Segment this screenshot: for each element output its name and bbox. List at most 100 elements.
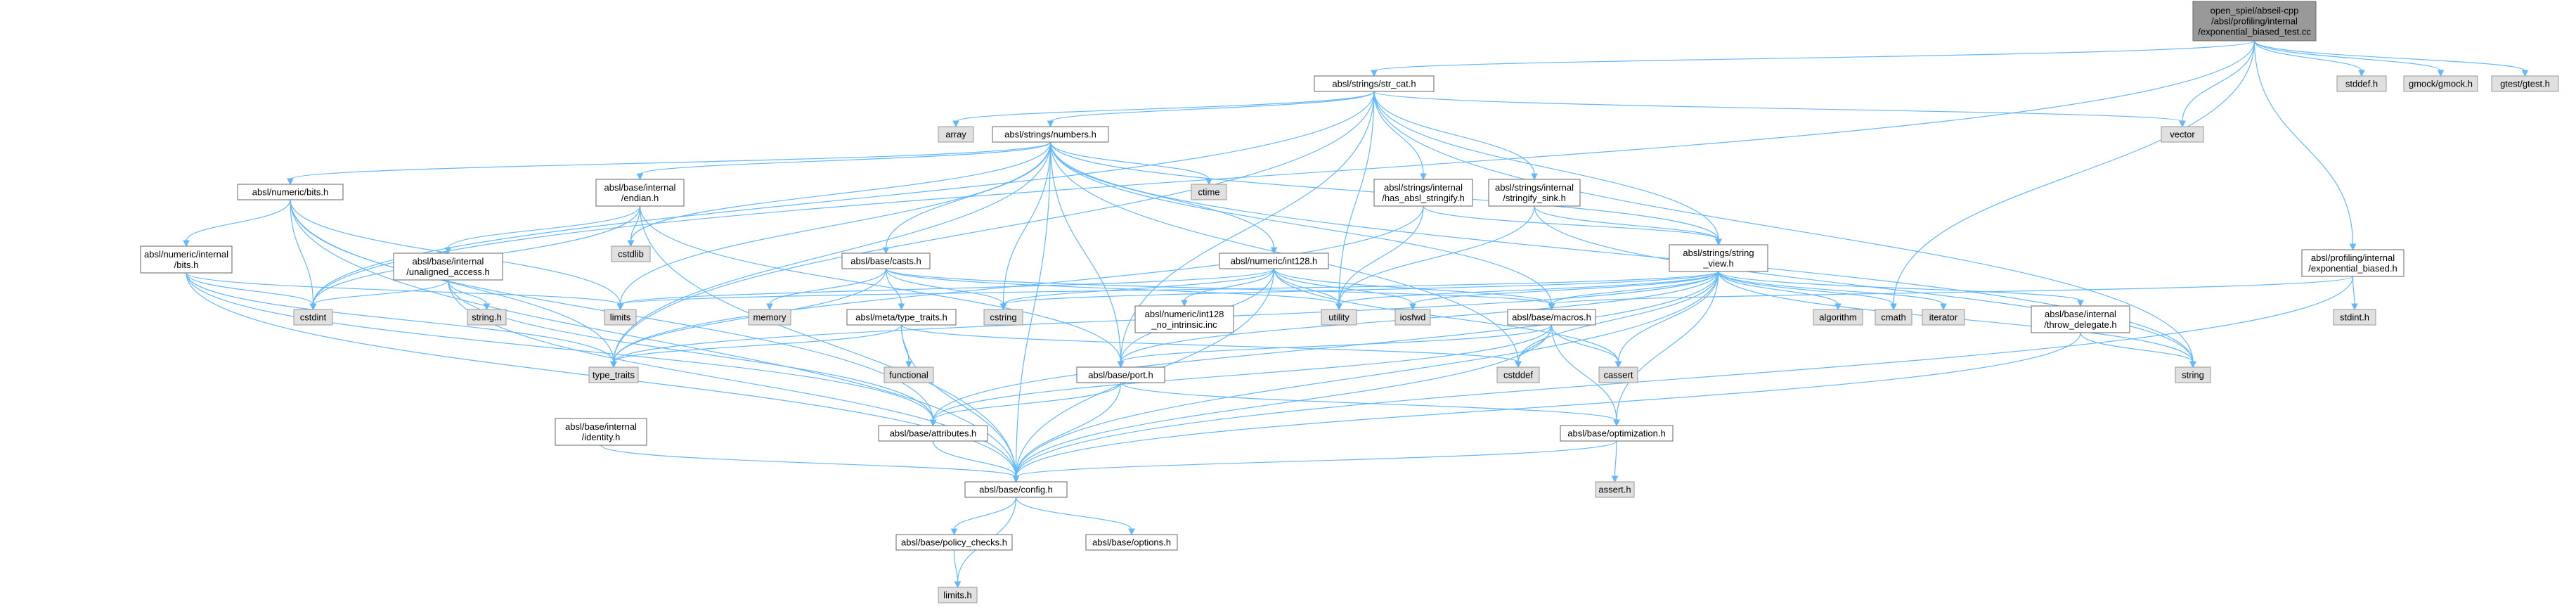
node-box xyxy=(393,253,503,281)
node-port[interactable]: absl/base/port.h xyxy=(1076,366,1165,383)
node-label: absl/base/policy_checks.h xyxy=(901,537,1007,548)
node-label: /exponential_biased.h xyxy=(2308,263,2397,274)
node-string_h: string.h xyxy=(467,309,507,326)
node-label: stdint.h xyxy=(2340,312,2369,323)
edge-policy_checks-to-limits_h xyxy=(953,549,962,589)
node-label: absl/base/config.h xyxy=(979,485,1053,495)
node-box xyxy=(1191,184,1227,200)
node-bits[interactable]: absl/numeric/bits.h xyxy=(237,184,344,200)
edge-numbers-to-type_traits xyxy=(610,141,1051,369)
node-cmath: cmath xyxy=(1875,309,1912,326)
node-box xyxy=(1595,481,1635,498)
node-label: cstdint xyxy=(300,312,327,323)
edge-identity-to-config xyxy=(600,445,1020,483)
node-gmock: gmock/gmock.h xyxy=(2403,75,2478,92)
edge-optimization-to-config xyxy=(1012,440,1617,483)
node-iterator: iterator xyxy=(1922,309,1965,326)
node-box xyxy=(611,245,651,262)
node-box xyxy=(1669,244,1768,272)
node-box xyxy=(841,253,931,269)
node-label: /has_absl_stringify.h xyxy=(1382,193,1465,203)
node-int128_intrinsic[interactable]: absl/numeric/int128_no_intrinsic.inc xyxy=(1134,305,1234,333)
node-string_view[interactable]: absl/strings/string_view.h xyxy=(1669,244,1768,272)
node-box xyxy=(1321,309,1357,326)
node-box xyxy=(1134,305,1234,333)
node-assert_h: assert.h xyxy=(1595,481,1635,498)
node-label: gtest/gtest.h xyxy=(2500,79,2550,89)
node-box xyxy=(1507,309,1596,326)
node-label: limits xyxy=(610,312,631,323)
node-type_traits: type_traits xyxy=(588,366,639,383)
edge-int128-to-macros xyxy=(1273,268,1555,311)
node-box xyxy=(1085,534,1178,551)
edge-root-to-gtest xyxy=(2253,40,2529,77)
node-box xyxy=(1813,309,1863,326)
node-unaligned[interactable]: absl/base/internal/unaligned_access.h xyxy=(393,253,503,281)
node-label: type_traits xyxy=(593,370,635,381)
node-attributes[interactable]: absl/base/attributes.h xyxy=(878,425,988,442)
edge-stringify_sink-to-string_view xyxy=(1534,205,1722,246)
node-label: /throw_delegate.h xyxy=(2044,319,2116,330)
edge-string_view-to-algorithm xyxy=(1718,271,1842,311)
node-stdint_h: stdint.h xyxy=(2333,309,2376,326)
edge-root-to-exp_biased xyxy=(2253,40,2357,251)
edge-throw_delegate-to-string xyxy=(2080,332,2196,369)
edge-root-to-cmath xyxy=(1890,40,2255,311)
edge-config-to-options xyxy=(1015,497,1135,536)
node-label: absl/numeric/bits.h xyxy=(252,187,328,198)
node-stringify_sink[interactable]: absl/strings/internal/stringify_sink.h xyxy=(1488,179,1581,207)
node-box xyxy=(1219,253,1329,269)
node-has_absl_stringify[interactable]: absl/strings/internal/has_absl_stringify… xyxy=(1373,179,1473,207)
node-config[interactable]: absl/base/config.h xyxy=(964,481,1068,498)
node-label: ctime xyxy=(1198,187,1219,198)
node-identity[interactable]: absl/base/internal/identity.h xyxy=(555,418,647,446)
node-box xyxy=(1922,309,1965,326)
edge-root-to-cstdint xyxy=(309,40,2255,311)
node-box xyxy=(1373,179,1473,207)
node-label: assert.h xyxy=(1598,485,1631,495)
node-box xyxy=(1488,179,1581,207)
node-label: iterator xyxy=(1929,312,1958,323)
edge-numbers-to-int128 xyxy=(1049,141,1278,255)
node-casts[interactable]: absl/base/casts.h xyxy=(841,253,931,269)
node-label: cstring xyxy=(990,312,1016,323)
node-vector: vector xyxy=(2161,126,2204,143)
node-int128[interactable]: absl/numeric/int128.h xyxy=(1219,253,1329,269)
edge-exp_biased-to-stdint_h xyxy=(2351,276,2358,311)
node-type_traits_h[interactable]: absl/meta/type_traits.h xyxy=(846,309,957,326)
edge-macros-to-config xyxy=(1012,324,1553,483)
node-optimization[interactable]: absl/base/optimization.h xyxy=(1560,425,1674,442)
node-box xyxy=(846,309,957,326)
node-label: absl/numeric/int128.h xyxy=(1231,256,1318,267)
node-box xyxy=(2403,75,2478,92)
node-endian[interactable]: absl/base/internal/endian.h xyxy=(595,179,685,207)
node-gtest: gtest/gtest.h xyxy=(2491,75,2559,92)
node-label: vector xyxy=(2170,129,2195,140)
node-box xyxy=(1394,309,1431,326)
node-label: absl/strings/internal xyxy=(1384,182,1463,193)
node-str_cat[interactable]: absl/strings/str_cat.h xyxy=(1314,75,1435,92)
edge-root-to-str_cat xyxy=(1371,40,2255,77)
node-label: /stringify_sink.h xyxy=(1503,193,1566,203)
node-throw_delegate[interactable]: absl/base/internal/throw_delegate.h xyxy=(2031,305,2130,333)
node-exp_biased[interactable]: absl/profiling/internal/exponential_bias… xyxy=(2301,249,2405,277)
node-box xyxy=(2336,75,2387,92)
node-label: /unaligned_access.h xyxy=(406,267,490,277)
node-label: absl/base/internal xyxy=(413,256,484,267)
node-macros[interactable]: absl/base/macros.h xyxy=(1507,309,1596,326)
edge-bits-to-internal_bits xyxy=(183,199,291,248)
node-label: absl/base/casts.h xyxy=(850,256,921,267)
edge-has_absl_stringify-to-type_traits xyxy=(610,205,1424,369)
edge-numbers-to-ctime xyxy=(1049,141,1212,186)
node-policy_checks[interactable]: absl/base/policy_checks.h xyxy=(895,534,1013,551)
node-label: /endian.h xyxy=(621,193,659,203)
node-box xyxy=(878,425,988,442)
edge-port-to-attributes xyxy=(929,382,1122,427)
edge-str_cat-to-stringify_sink xyxy=(1373,91,1538,181)
node-iosfwd: iosfwd xyxy=(1394,309,1431,326)
node-label: absl/strings/str_cat.h xyxy=(1332,79,1416,89)
edge-endian-to-unaligned xyxy=(444,205,641,255)
node-options[interactable]: absl/base/options.h xyxy=(1085,534,1178,551)
node-numbers[interactable]: absl/strings/numbers.h xyxy=(992,126,1109,143)
node-internal_bits[interactable]: absl/numeric/internal/bits.h xyxy=(140,245,233,274)
